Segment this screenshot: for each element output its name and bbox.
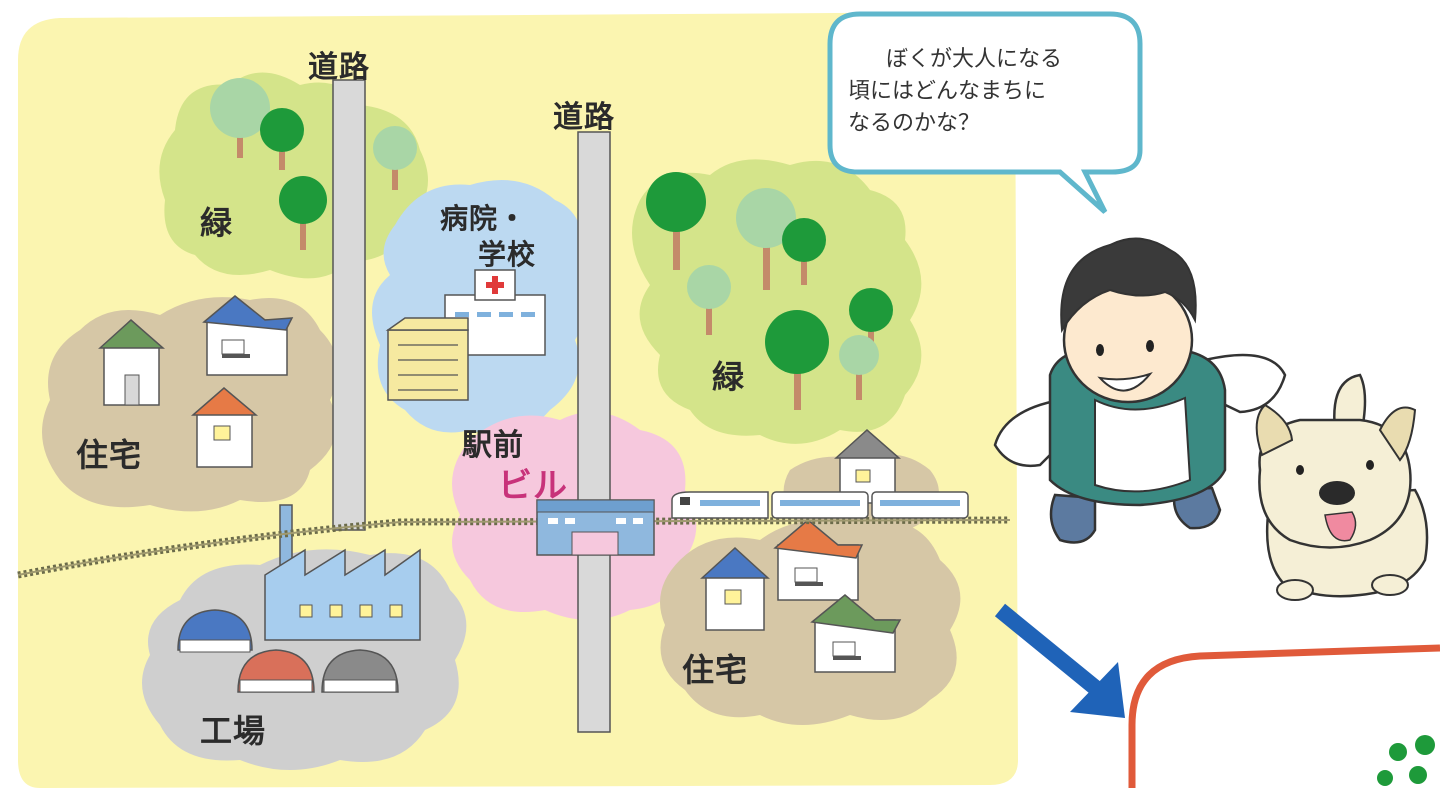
green-label-left: 緑 — [200, 204, 234, 242]
green-zone-right — [632, 159, 922, 444]
tree-icon — [839, 335, 879, 400]
industrial-zone — [142, 504, 467, 770]
road-label-left: 道路 — [308, 50, 370, 85]
green-label-right: 緑 — [712, 358, 746, 396]
road-right — [577, 131, 611, 733]
warehouse-icon — [237, 649, 315, 693]
warehouse-icon — [177, 609, 253, 653]
housing-zone-left — [42, 295, 338, 512]
station-building-icon — [536, 499, 655, 556]
tree-icon — [782, 218, 826, 285]
speech-bubble-text: ぼくが大人になる 頃にはどんなまちに なるのかな？ — [848, 44, 1120, 140]
tree-icon — [260, 108, 304, 170]
speech-line-3: なるのかな？ — [848, 111, 981, 136]
tree-icon — [765, 310, 829, 410]
school-building-icon — [385, 317, 469, 401]
road-label-right: 道路 — [553, 100, 615, 135]
housing-label-left: 住宅 — [76, 436, 143, 474]
station-label-line1: 駅前 — [462, 428, 524, 463]
tree-icon — [736, 188, 796, 290]
tree-icon — [279, 176, 327, 250]
warehouse-icon — [321, 649, 399, 693]
hospital-label-line1: 病院・ — [440, 202, 528, 235]
house-icon — [190, 387, 259, 468]
speech-line-2: 頃にはどんなまちに — [848, 79, 1047, 104]
housing-label-right: 住宅 — [682, 651, 749, 689]
station-label-line2: ビル — [498, 466, 568, 506]
road-left — [332, 79, 366, 531]
tree-icon — [687, 265, 731, 335]
house-icon — [202, 295, 294, 376]
boy-character — [993, 237, 1287, 544]
tree-icon — [646, 172, 706, 270]
arrow-icon — [994, 603, 1125, 718]
house-icon — [773, 519, 864, 601]
hospital-label-line2: 学校 — [478, 238, 537, 271]
tree-icon — [373, 126, 417, 190]
house-icon — [98, 318, 165, 406]
dog-character — [1255, 373, 1429, 601]
railway — [17, 516, 1011, 579]
tree-icon — [210, 78, 270, 158]
factory-icon — [264, 504, 421, 641]
institution-zone — [372, 180, 589, 435]
future-frame — [1128, 644, 1440, 788]
factory-label: 工場 — [200, 712, 267, 750]
tree-icon — [849, 288, 893, 355]
house-icon — [810, 594, 902, 673]
speech-line-1: ぼくが大人になる — [886, 47, 1063, 72]
speech-bubble — [827, 11, 1143, 214]
train-icon — [671, 491, 969, 519]
house-icon — [700, 546, 770, 631]
